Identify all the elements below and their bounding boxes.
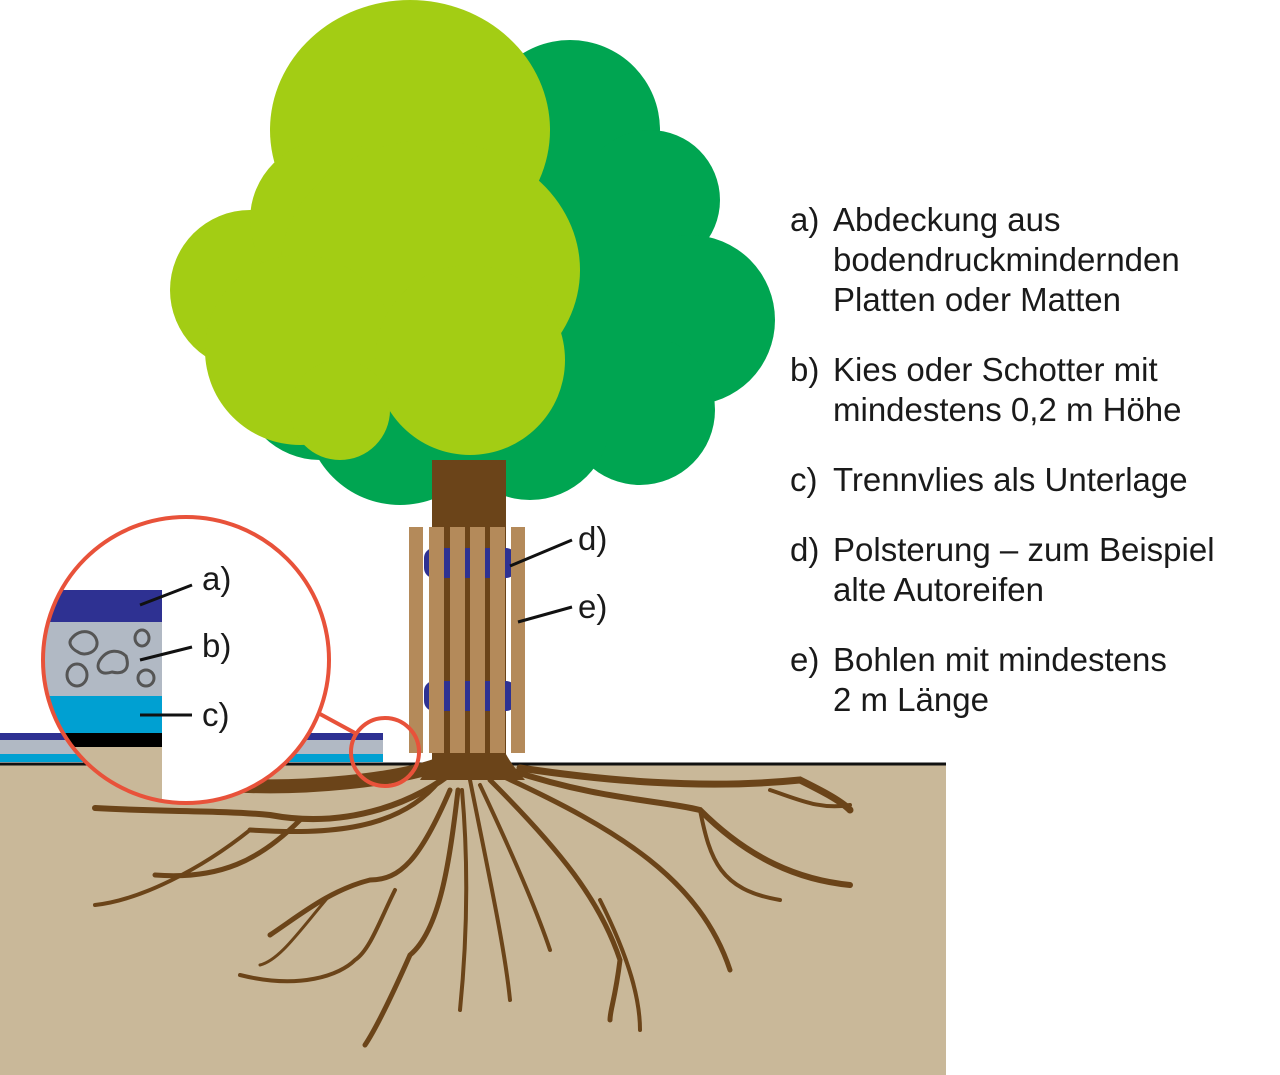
- legend-key: c): [790, 461, 818, 498]
- detail-black-layer: [43, 733, 162, 747]
- callout-line-e: [517, 605, 573, 624]
- legend-text: Kies oder Schotter mit mindestens 0,2 m …: [833, 351, 1182, 428]
- legend-text: Polsterung – zum Beispiel alte Autoreife…: [833, 531, 1215, 608]
- roots: [92, 757, 854, 1048]
- crown-light: [170, 0, 580, 460]
- legend-text: Trennvlies als Unterlage: [833, 461, 1188, 498]
- magnifier-connector: [319, 712, 356, 735]
- legend-item-a: a) Abdeckung aus bodendruckmindernden Pl…: [790, 200, 1280, 320]
- callout-label-b: b): [202, 627, 231, 664]
- legend-text: Abdeckung aus bodendruckmindernden Platt…: [833, 201, 1180, 318]
- legend-key: a): [790, 201, 820, 238]
- legend: a) Abdeckung aus bodendruckmindernden Pl…: [790, 200, 1280, 750]
- legend-key: d): [790, 531, 820, 568]
- magnifier-detail: [43, 517, 329, 803]
- callout-label-e: e): [578, 588, 607, 625]
- soil: [0, 764, 946, 1075]
- magnifier-focus-circle: [349, 716, 421, 788]
- legend-item-e: e) Bohlen mit mindestens 2 m Länge: [790, 640, 1280, 720]
- legend-item-b: b) Kies oder Schotter mit mindestens 0,2…: [790, 350, 1280, 430]
- planks: [409, 527, 525, 753]
- callout-line-a: [139, 583, 193, 607]
- callout-label-d: d): [578, 520, 607, 557]
- legend-key: e): [790, 641, 820, 678]
- callout-label-a: a): [202, 560, 231, 597]
- callout-line-b: [139, 645, 193, 662]
- legend-text: Bohlen mit mindestens 2 m Länge: [833, 641, 1167, 718]
- detail-cover-layer: [43, 590, 162, 622]
- callout-label-c: c): [202, 696, 230, 733]
- gravel-stones: [65, 628, 156, 688]
- legend-item-d: d) Polsterung – zum Beispiel alte Autore…: [790, 530, 1280, 610]
- magnifier-circle: [41, 515, 331, 805]
- tree-crown: [170, 0, 775, 505]
- callout-line-d: [509, 538, 573, 568]
- legend-item-c: c) Trennvlies als Unterlage: [790, 460, 1280, 500]
- legend-key: b): [790, 351, 820, 388]
